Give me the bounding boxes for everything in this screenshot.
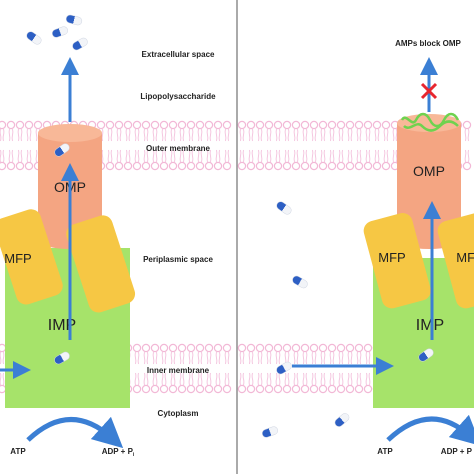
label-outer-membrane: Outer membrane [146, 144, 211, 153]
label-periplasmic: Periplasmic space [143, 255, 213, 264]
amp-coil-icon [400, 112, 460, 132]
left-omp-top [38, 124, 102, 142]
capsule-icon [292, 275, 308, 289]
right-omp [397, 123, 461, 249]
capsule-icon [261, 426, 279, 438]
capsule-icon [334, 413, 350, 427]
capsule-icon [65, 14, 83, 26]
right-omp-label: OMP [413, 163, 445, 179]
left-mfp-b [66, 215, 136, 313]
label-lps: Lipopolysaccharide [140, 92, 216, 101]
capsule-icon [54, 143, 70, 157]
capsule-icon [72, 37, 88, 51]
left-imp-label: IMP [48, 317, 76, 334]
left-adp: ADP + Pi [102, 447, 135, 458]
capsule-icon [418, 348, 434, 362]
right-mfp-b-label: MFP [456, 250, 474, 265]
right-imp-label: IMP [416, 317, 444, 334]
left-atp: ATP [10, 447, 26, 456]
right-atp-arrow [386, 414, 474, 447]
capsule-icon [276, 361, 292, 375]
block-x-icon [420, 82, 438, 100]
capsule-icon [26, 31, 42, 45]
capsule-icon [51, 26, 69, 38]
right-title: AMPs block OMP [395, 39, 461, 48]
left-atp-arrow [26, 416, 124, 449]
capsule-icon [276, 201, 292, 215]
right-adp: ADP + P [441, 447, 473, 456]
drug-capsules [26, 14, 434, 438]
right-mfp-a [363, 213, 431, 309]
left-mfp-a [0, 209, 63, 305]
right-mfp-a-label: MFP [378, 250, 405, 265]
label-inner-membrane: Inner membrane [147, 366, 210, 375]
label-extracellular: Extracellular space [142, 50, 215, 59]
left-mfp-a-label: MFP [4, 251, 31, 266]
right-atp: ATP [377, 447, 393, 456]
right-panel: IMP OMP MFP MFP AMPs block OMP ATP ADP +… [292, 39, 474, 456]
label-cytoplasm: Cytoplasm [158, 409, 199, 418]
right-mfp-b [437, 213, 474, 309]
capsule-icon [54, 351, 70, 365]
left-panel: IMP OMP MFP Extracellular space Lipopoly… [0, 50, 216, 458]
